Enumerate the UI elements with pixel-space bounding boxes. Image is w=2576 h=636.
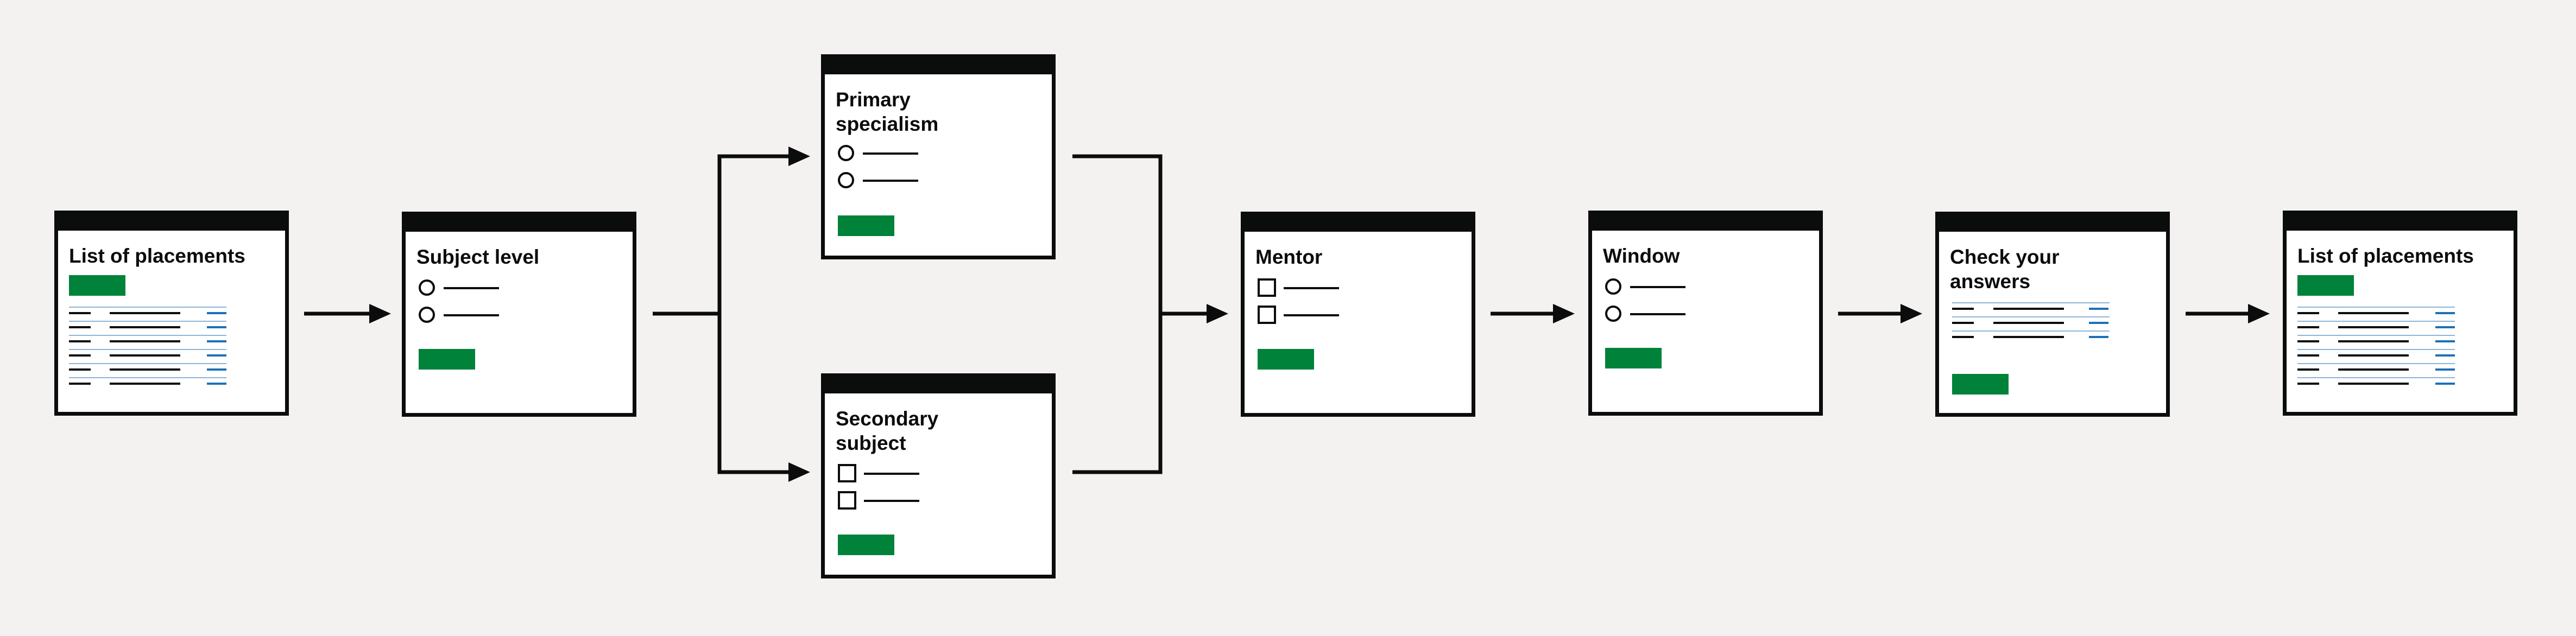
screen-title: Primary specialism — [836, 88, 939, 135]
radio-option — [838, 145, 854, 161]
checkbox-option — [1258, 306, 1276, 324]
arrowhead-secondary — [788, 462, 810, 482]
screen-subject-level: Subject level — [402, 212, 636, 417]
radio-option — [419, 307, 435, 323]
arrowhead-end — [2248, 304, 2270, 323]
option-label — [864, 500, 919, 502]
radio-option — [1605, 306, 1621, 322]
option-label — [864, 473, 919, 475]
screen-mentor: Mentor — [1241, 212, 1475, 417]
screen-list-of-placements-start: List of placements — [54, 211, 289, 416]
browser-bar — [825, 58, 1052, 74]
arrowhead-subject-level — [369, 304, 391, 323]
option-label — [444, 287, 499, 289]
continue-button — [838, 215, 894, 236]
radio-option — [419, 279, 435, 296]
checkbox-option — [838, 464, 856, 482]
option-label — [1630, 313, 1685, 315]
primary-button — [69, 275, 125, 296]
screen-title: Secondary subject — [836, 408, 939, 454]
arrowhead-primary — [788, 147, 810, 166]
browser-bar — [825, 377, 1052, 393]
screen-title: List of placements — [69, 245, 245, 267]
screen-title: List of placements — [2297, 245, 2474, 267]
continue-button — [1258, 349, 1314, 370]
screen-title: Mentor — [1255, 246, 1323, 268]
screen-window: Window — [1588, 211, 1823, 416]
primary-button — [2297, 275, 2354, 296]
submit-button — [1952, 374, 2009, 395]
arrowhead-window — [1553, 304, 1575, 323]
radio-option — [1605, 278, 1621, 295]
screen-title: Subject level — [416, 246, 540, 268]
option-label — [1284, 287, 1339, 289]
arrow-subject-level-to-primary — [717, 154, 788, 314]
option-label — [444, 314, 499, 316]
checkbox-option — [1258, 278, 1276, 297]
join-secondary-to-mentor — [1072, 314, 1163, 474]
continue-button — [1605, 348, 1662, 368]
browser-bar — [2287, 214, 2514, 231]
option-label — [1284, 314, 1339, 316]
option-label — [1630, 286, 1685, 288]
radio-option — [838, 172, 854, 188]
join-primary-to-mentor — [1072, 154, 1163, 314]
checkbox-option — [838, 491, 856, 510]
screen-primary-specialism: Primary specialism — [821, 54, 1056, 259]
option-label — [863, 152, 918, 155]
browser-bar — [1939, 215, 2166, 232]
continue-button — [419, 349, 475, 370]
browser-bar — [406, 215, 633, 232]
browser-bar — [1592, 214, 1819, 231]
screen-check-your-answers: Check your answers — [1935, 212, 2170, 417]
screen-title: Window — [1603, 245, 1680, 267]
option-label — [863, 180, 918, 182]
arrowhead-check — [1901, 304, 1922, 323]
continue-button — [838, 535, 894, 555]
browser-bar — [58, 214, 285, 231]
arrow-subject-level-to-secondary — [717, 314, 788, 474]
screen-title: Check your answers — [1950, 246, 2060, 292]
screen-secondary-subject: Secondary subject — [821, 373, 1056, 578]
arrowhead-mentor — [1207, 304, 1228, 323]
screen-list-of-placements-end: List of placements — [2283, 211, 2517, 416]
browser-bar — [1245, 215, 1472, 232]
